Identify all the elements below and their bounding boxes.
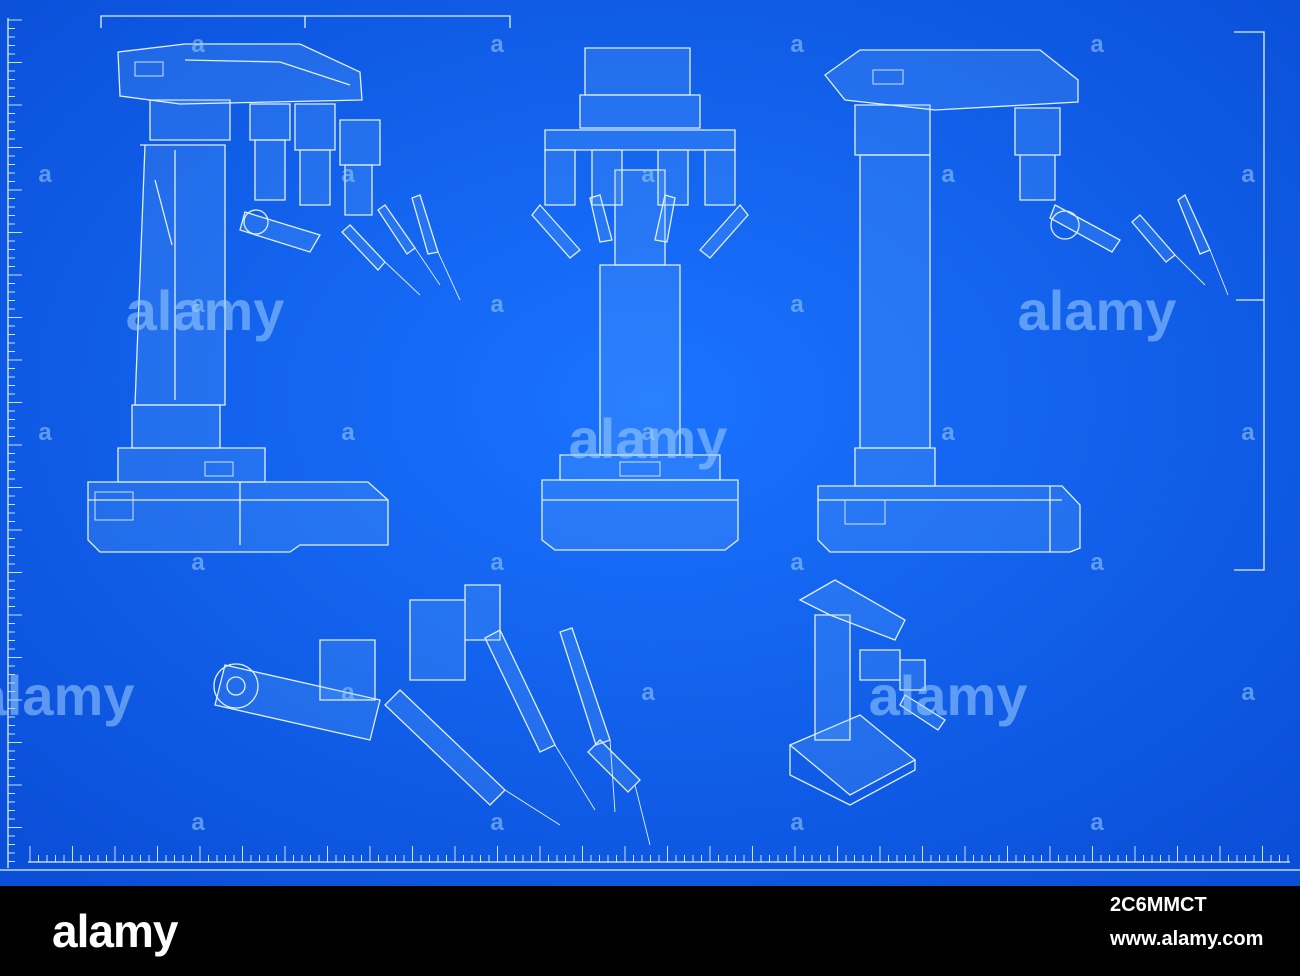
watermark-small: a: [1090, 31, 1104, 58]
watermark-large: alamy: [869, 664, 1028, 727]
watermark-small: a: [38, 419, 52, 446]
watermark-small: a: [191, 549, 205, 576]
robot-side-view-right: [817, 49, 1229, 553]
watermark-small: a: [790, 291, 804, 318]
watermark-large: alamy: [0, 664, 134, 727]
robot-side-view-left: [87, 43, 461, 553]
watermark-small: a: [191, 31, 205, 58]
watermark-small: a: [341, 419, 355, 446]
watermark-small: a: [341, 161, 355, 188]
watermark-small: a: [1241, 161, 1255, 188]
watermark-small: a: [490, 549, 504, 576]
watermark-small: a: [490, 31, 504, 58]
watermark-small: a: [1241, 419, 1255, 446]
watermark-small: a: [641, 161, 655, 188]
watermark-large: alamy: [126, 279, 285, 342]
site-url: www.alamy.com: [1110, 928, 1264, 950]
dimension-bracket-top: [100, 15, 511, 28]
watermark-small: a: [1090, 809, 1104, 836]
dimension-bracket-right: [1234, 31, 1265, 571]
watermark-small: a: [341, 679, 355, 706]
watermark-small: a: [641, 679, 655, 706]
watermark-small: a: [790, 31, 804, 58]
robot-isometric-view: [788, 579, 946, 806]
watermark-large: alamy: [1018, 279, 1177, 342]
robot-front-view: [531, 47, 749, 551]
watermark-small: a: [1090, 549, 1104, 576]
watermark-small: a: [941, 419, 955, 446]
brand-logo: alamy: [52, 905, 178, 957]
watermark-small: a: [790, 549, 804, 576]
watermark-small: a: [38, 161, 52, 188]
watermark-small: a: [490, 291, 504, 318]
watermark-small: a: [641, 419, 655, 446]
watermark-small: a: [790, 809, 804, 836]
instrument-arms-closeup: [213, 584, 651, 846]
blueprint-background: [0, 0, 1300, 886]
watermark-small: a: [490, 809, 504, 836]
watermark-small: a: [191, 809, 205, 836]
image-id: 2C6MMCT: [1110, 894, 1207, 916]
watermark-small: a: [941, 161, 955, 188]
watermark-large: alamy: [569, 407, 728, 470]
watermark-small: a: [191, 291, 205, 318]
watermark-small: a: [1241, 679, 1255, 706]
vertical-ruler: [7, 18, 22, 868]
watermark-large-marks: alamy alamy alamy alamy alamy: [0, 279, 1176, 727]
stock-footer-bar: alamy 2C6MMCT www.alamy.com: [0, 886, 1300, 976]
horizontal-ruler: [28, 846, 1290, 863]
watermark-small-marks: a a a a a a a a a a a a a a a a a a a a a a a a a a a a: [38, 31, 1255, 836]
